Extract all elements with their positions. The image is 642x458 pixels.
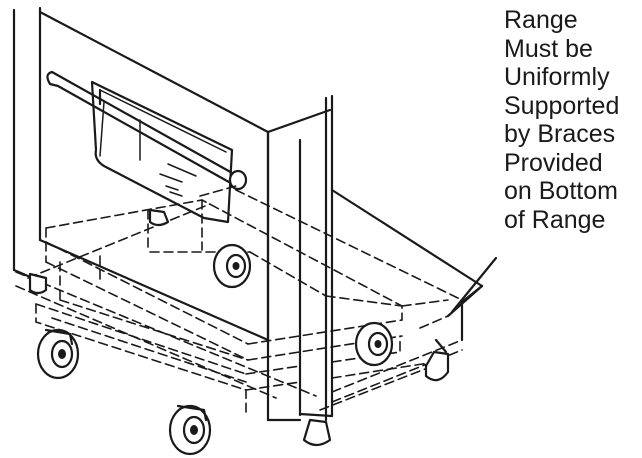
range-appliance-icon	[12, 6, 484, 422]
caster-wheel-icon	[36, 243, 394, 456]
callout-line: on Bottom	[504, 177, 618, 205]
support-callout-text: Range Must be Uniformly Supported by Bra…	[504, 6, 640, 234]
leveling-leg-icon	[28, 208, 450, 447]
callout-line: Must be	[504, 34, 593, 63]
callout-line: of Range	[504, 205, 606, 234]
callout-line: by Braces	[504, 120, 616, 148]
callout-line: Provided	[504, 148, 603, 177]
callout-line: Range	[504, 6, 578, 34]
callout-line: Supported	[504, 91, 620, 120]
callout-line: Uniformly	[504, 63, 610, 91]
callout-leader-line	[450, 256, 498, 314]
wheeled-dolly-icon	[15, 185, 463, 413]
